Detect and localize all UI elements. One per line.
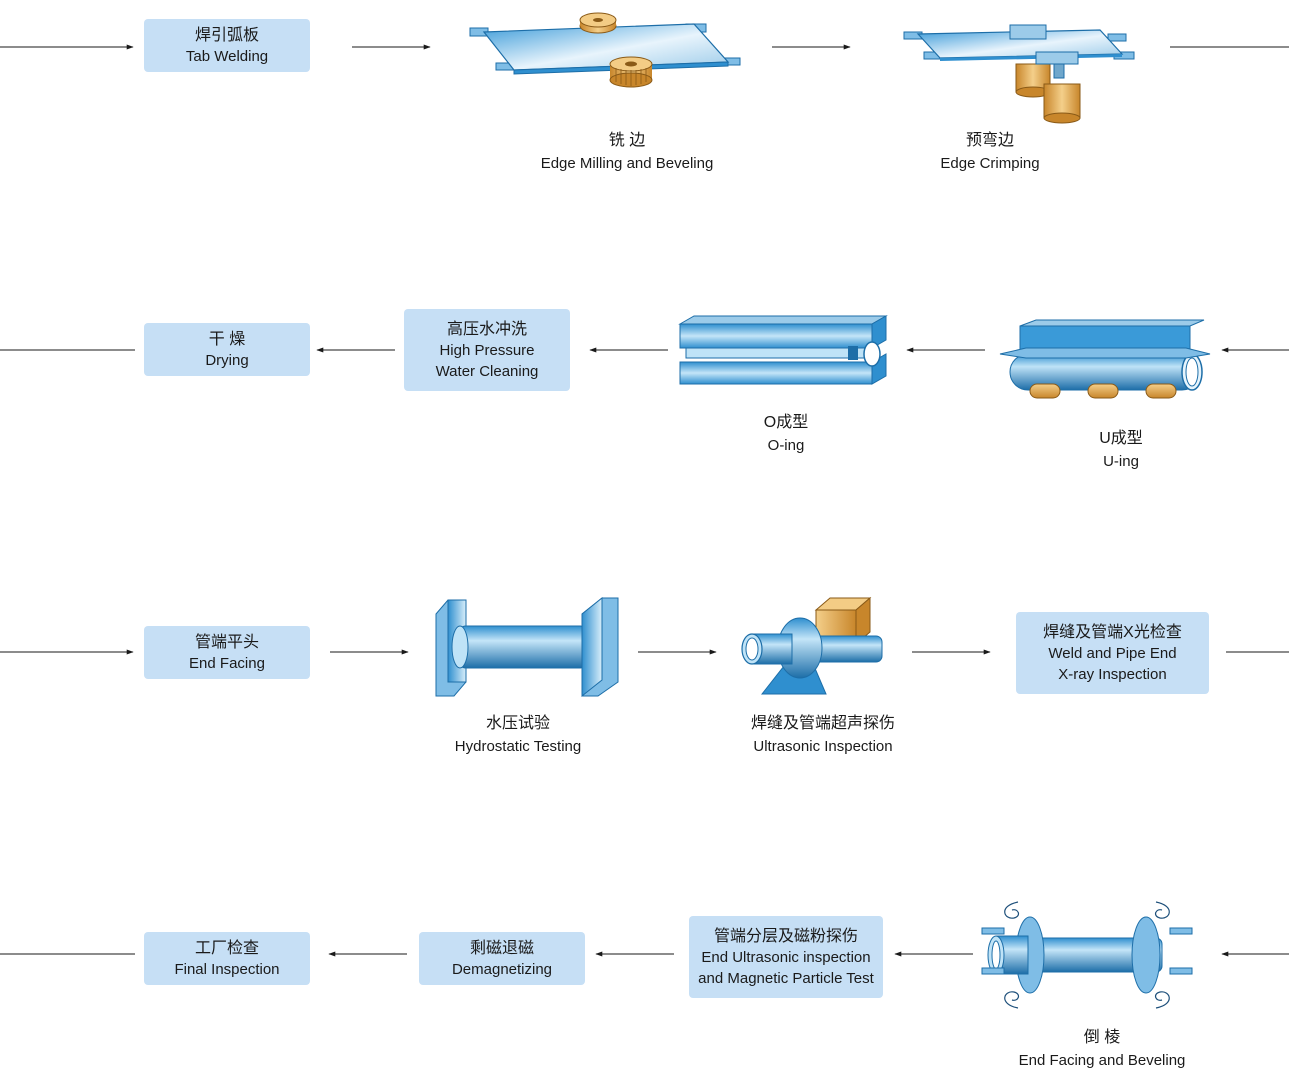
step-xray-en2: X-ray Inspection bbox=[1058, 665, 1167, 683]
step-end-ut-mpt-en1: End Ultrasonic inspection bbox=[701, 948, 871, 966]
step-tab-welding-en: Tab Welding bbox=[185, 47, 269, 65]
caption-ultrasonic: 焊缝及管端超声探伤 Ultrasonic Inspection bbox=[751, 712, 895, 758]
step-xray-inspection: 焊缝及管端X光检查 Weld and Pipe End X-ray Inspec… bbox=[1016, 612, 1209, 694]
step-end-ut-mpt: 管端分层及磁粉探伤 End Ultrasonic inspection and … bbox=[689, 916, 883, 998]
step-tab-welding-cn: 焊引弧板 bbox=[194, 26, 259, 44]
step-final-inspection-cn: 工厂检查 bbox=[194, 939, 259, 957]
caption-edge-crimping-cn: 预弯边 bbox=[965, 132, 1014, 149]
caption-edge-milling-en: Edge Milling and Beveling bbox=[540, 155, 714, 172]
step-water-cleaning-en1: High Pressure bbox=[439, 341, 535, 359]
caption-hydrostatic-cn: 水压试验 bbox=[485, 715, 551, 732]
caption-hydrostatic-en: Hydrostatic Testing bbox=[454, 738, 582, 755]
caption-ultrasonic-en: Ultrasonic Inspection bbox=[753, 738, 893, 755]
step-end-facing-en: End Facing bbox=[189, 654, 265, 672]
step-final-inspection-en: Final Inspection bbox=[174, 960, 280, 978]
step-end-ut-mpt-en2: and Magnetic Particle Test bbox=[698, 969, 874, 987]
o-ing-press-illustration bbox=[678, 315, 888, 385]
step-final-inspection: 工厂检查 Final Inspection bbox=[144, 932, 310, 985]
step-drying: 干 燥 Drying bbox=[144, 323, 310, 376]
caption-edge-milling: 铣 边 Edge Milling and Beveling bbox=[541, 129, 714, 175]
caption-end-beveling-en: End Facing and Beveling bbox=[1018, 1052, 1186, 1069]
step-end-ut-mpt-cn: 管端分层及磁粉探伤 bbox=[713, 927, 858, 945]
caption-o-ing-cn: O成型 bbox=[763, 414, 809, 431]
step-xray-cn: 焊缝及管端X光检查 bbox=[1043, 623, 1182, 641]
caption-edge-crimping-en: Edge Crimping bbox=[940, 155, 1040, 172]
caption-u-ing-en: U-ing bbox=[1103, 453, 1139, 470]
caption-o-ing: O成型 O-ing bbox=[764, 411, 808, 457]
caption-u-ing-cn: U成型 bbox=[1099, 430, 1143, 447]
caption-o-ing-en: O-ing bbox=[767, 437, 805, 454]
edge-milling-machine-illustration bbox=[469, 12, 741, 88]
step-water-cleaning: 高压水冲洗 High Pressure Water Cleaning bbox=[404, 309, 570, 391]
step-drying-cn: 干 燥 bbox=[208, 330, 246, 348]
step-end-facing: 管端平头 End Facing bbox=[144, 626, 310, 679]
ultrasonic-inspection-illustration bbox=[741, 596, 883, 695]
step-water-cleaning-cn: 高压水冲洗 bbox=[446, 320, 527, 338]
caption-ultrasonic-cn: 焊缝及管端超声探伤 bbox=[750, 715, 896, 732]
caption-u-ing: U成型 U-ing bbox=[1099, 427, 1143, 473]
u-ing-press-illustration bbox=[999, 319, 1211, 399]
step-demagnetizing-cn: 剩磁退磁 bbox=[469, 939, 534, 957]
edge-crimping-machine-illustration bbox=[903, 24, 1135, 124]
caption-end-beveling-cn: 倒 棱 bbox=[1083, 1029, 1121, 1046]
hydrostatic-test-illustration bbox=[435, 596, 619, 698]
step-demagnetizing-en: Demagnetizing bbox=[451, 960, 553, 978]
step-drying-en: Drying bbox=[205, 351, 249, 369]
caption-edge-crimping: 预弯边 Edge Crimping bbox=[940, 129, 1039, 175]
end-beveling-illustration bbox=[981, 901, 1193, 1009]
caption-hydrostatic: 水压试验 Hydrostatic Testing bbox=[455, 712, 581, 758]
caption-edge-milling-cn: 铣 边 bbox=[608, 132, 646, 149]
step-water-cleaning-en2: Water Cleaning bbox=[435, 362, 539, 380]
step-end-facing-cn: 管端平头 bbox=[194, 633, 259, 651]
step-demagnetizing: 剩磁退磁 Demagnetizing bbox=[419, 932, 585, 985]
step-tab-welding: 焊引弧板 Tab Welding bbox=[144, 19, 310, 72]
step-xray-en1: Weld and Pipe End bbox=[1048, 644, 1177, 662]
caption-end-beveling: 倒 棱 End Facing and Beveling bbox=[1019, 1026, 1186, 1072]
